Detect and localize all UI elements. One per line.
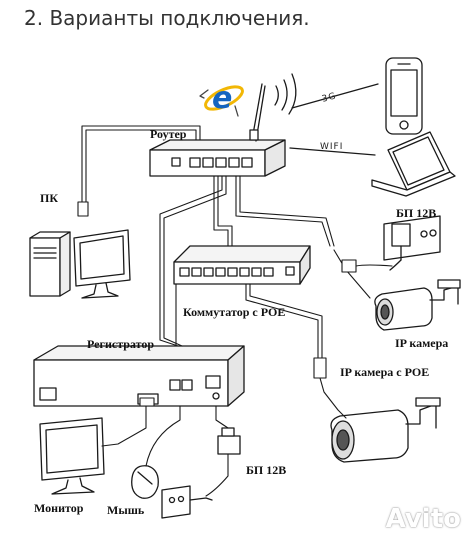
smartphone-device — [385, 57, 423, 135]
cables — [77, 125, 393, 497]
wifi-label: WIFI — [320, 142, 344, 152]
pc-label: ПК — [40, 191, 59, 205]
ip-camera-poe-device — [330, 397, 441, 463]
internet-icon: e — [199, 81, 244, 117]
psu-bottom-label: БП 12В — [246, 463, 287, 477]
mouse-device — [131, 465, 159, 499]
laptop-device — [371, 131, 456, 197]
mouse-label: Мышь — [107, 503, 145, 517]
recorder-device — [33, 345, 245, 407]
power-outlet-top — [383, 215, 441, 271]
psu-top-label: БП 12В — [396, 206, 437, 220]
page-title: 2. Варианты подключения. — [24, 6, 310, 30]
avito-watermark: Avito — [385, 504, 461, 534]
monitor-device — [39, 417, 105, 495]
router-label: Роутер — [150, 127, 187, 141]
svg-text:e: e — [212, 81, 232, 116]
ip-camera-poe-label: IP камера с POE — [340, 365, 430, 379]
router-device — [149, 83, 286, 177]
ip-camera-label: IP камера — [395, 336, 449, 350]
wifi-waves — [274, 73, 379, 156]
poe-switch-device — [173, 245, 311, 285]
ip-camera-device — [374, 279, 461, 331]
switch-poe-label: Коммутатор с POE — [183, 305, 286, 319]
power-outlet-bottom — [161, 427, 241, 519]
pc-device — [29, 229, 131, 299]
recorder-label: Регистратор — [87, 337, 155, 351]
monitor-label: Монитор — [34, 501, 84, 515]
